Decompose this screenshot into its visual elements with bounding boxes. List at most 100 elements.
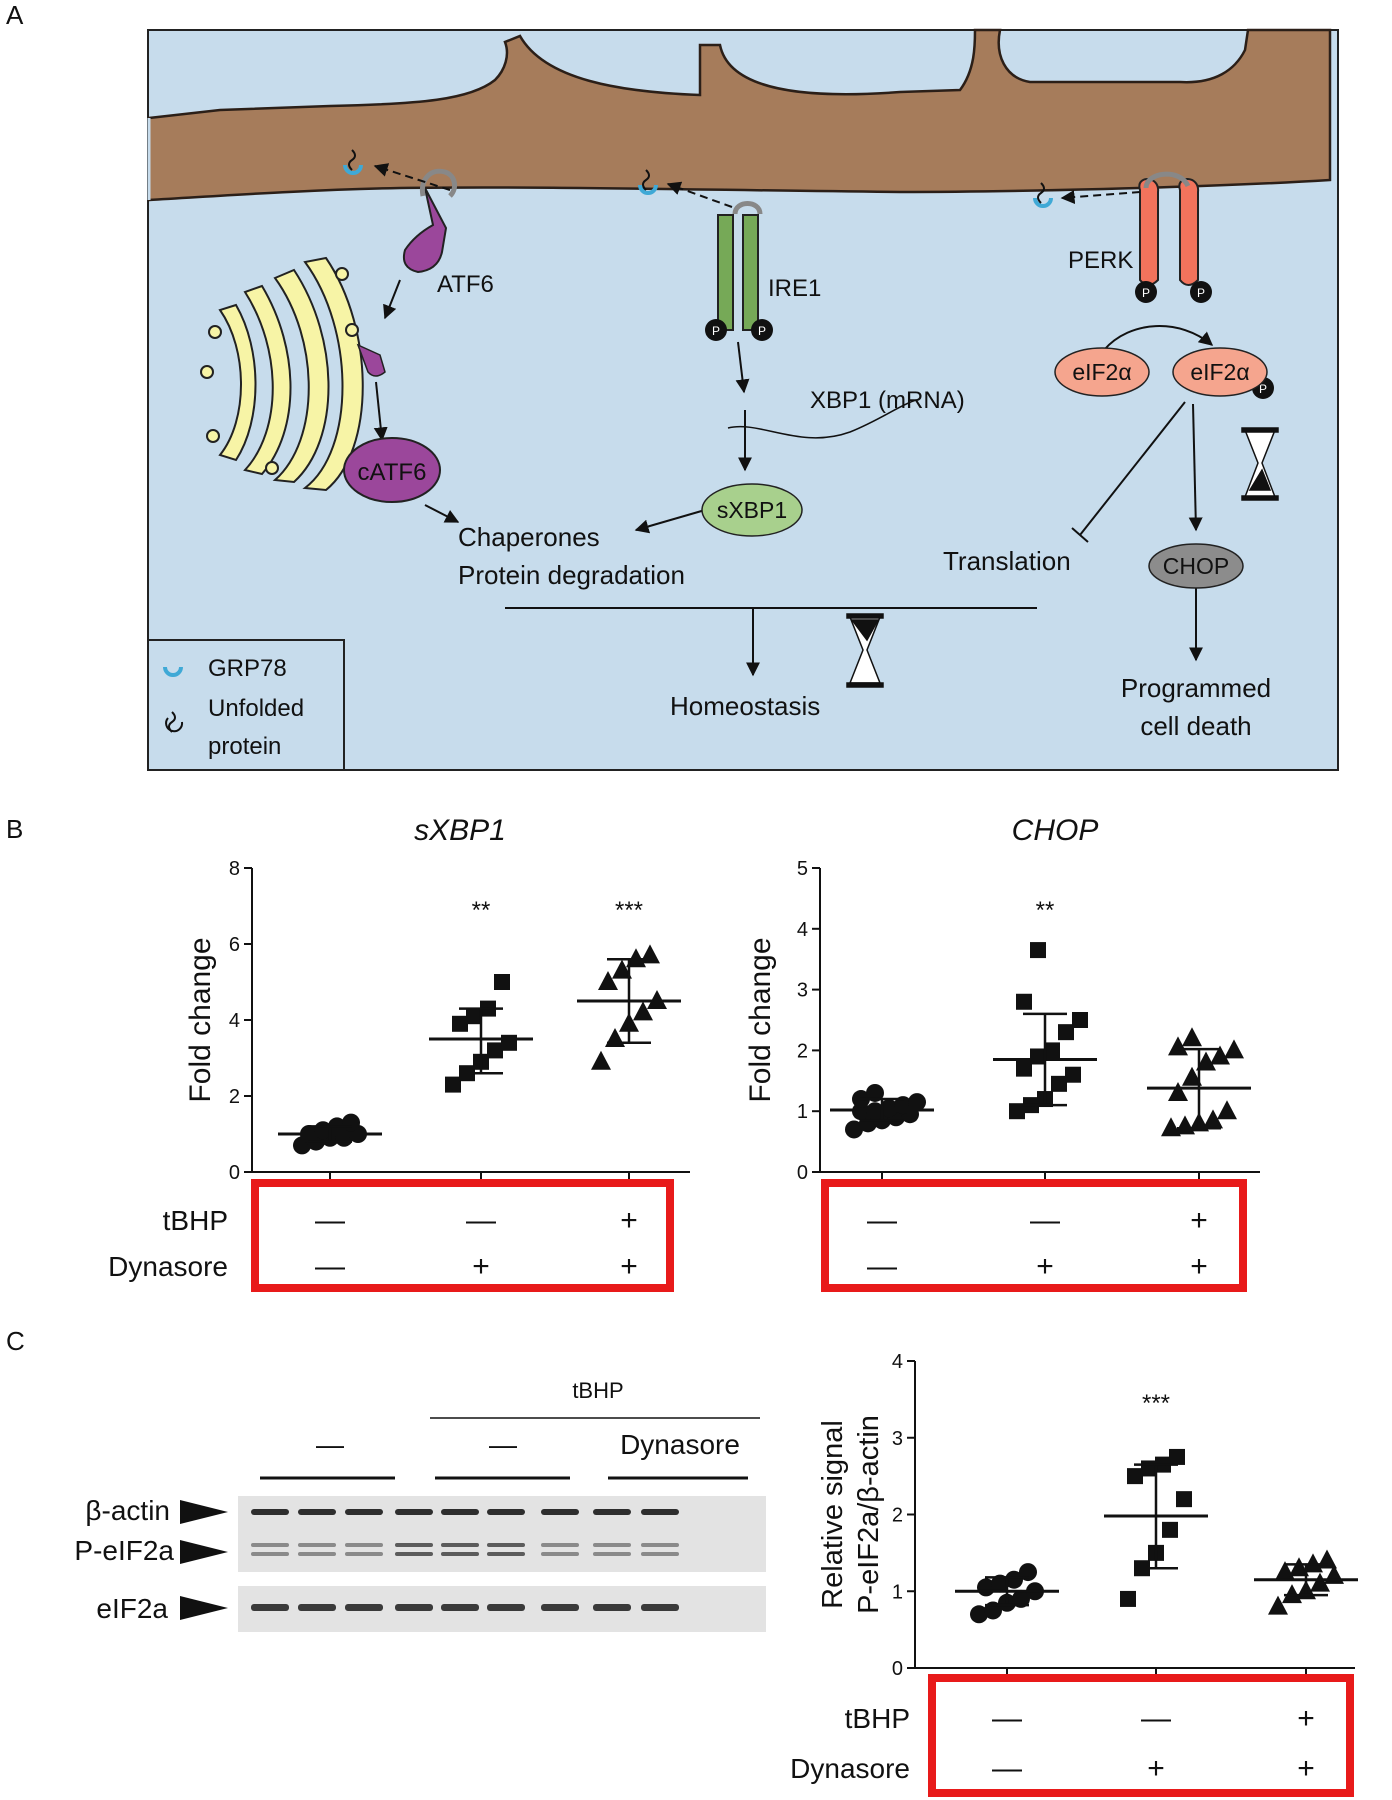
band-p-eif2a-lower <box>487 1552 525 1556</box>
tbhp-sign: — <box>466 1204 496 1237</box>
perk-label: PERK <box>1068 247 1133 274</box>
data-point-circle <box>908 1093 926 1112</box>
band-p-eif2a-lower <box>641 1552 679 1556</box>
treatment-box <box>821 1179 1247 1292</box>
translation-label: Translation <box>943 546 1071 576</box>
band-beta-actin <box>251 1509 289 1515</box>
tbhp-sign: — <box>867 1204 897 1237</box>
data-point-square <box>501 1034 517 1051</box>
svg-text:P: P <box>1197 286 1205 300</box>
band-beta-actin <box>441 1509 479 1515</box>
hourglass-icon <box>1241 427 1279 501</box>
y-tick-label: 1 <box>797 1101 808 1123</box>
dynasore-sign: + <box>1036 1250 1054 1283</box>
dynasore-sign: — <box>315 1250 345 1283</box>
row-label-tbhp: tBHP <box>163 1205 228 1236</box>
data-point-square <box>1176 1491 1192 1508</box>
eif2a-phospho-node <box>1172 347 1268 397</box>
data-point-square <box>1016 993 1032 1010</box>
data-point-square <box>494 974 510 990</box>
data-point-square <box>1058 1024 1074 1041</box>
data-point-square <box>466 1008 482 1025</box>
pathway-arrows <box>373 163 1214 677</box>
ire1-label: IRE1 <box>768 275 821 302</box>
row-label-tbhp: tBHP <box>845 1703 910 1734</box>
band-p-eif2a-lower <box>441 1552 479 1556</box>
catf6-node <box>343 437 441 503</box>
dynasore-sign: — <box>867 1250 897 1283</box>
data-point-square <box>1016 1060 1032 1077</box>
band-p-eif2a-lower <box>345 1552 383 1556</box>
sxbp1-node <box>701 483 803 537</box>
tbhp-sign: + <box>1297 1702 1315 1735</box>
data-point-square <box>1169 1448 1185 1465</box>
sxbp1-label: sXBP1 <box>717 497 787 523</box>
data-point-triangle <box>1182 1066 1202 1086</box>
significance-label: *** <box>615 897 643 924</box>
data-point-triangle <box>1224 1039 1244 1059</box>
data-point-square <box>1162 1521 1178 1538</box>
y-tick-label: 0 <box>797 1162 808 1184</box>
dynasore-sign: + <box>1190 1250 1208 1283</box>
y-axis-label-line2: P-eIF2a/β-actin <box>853 1415 885 1614</box>
band-p-eif2a-lower <box>395 1552 433 1556</box>
tbhp-sign: + <box>620 1204 638 1237</box>
panel-label-c: C <box>6 1326 25 1356</box>
western-blot: tBHP — — Dynasore β-actin P-eIF2a eIF2a <box>74 1378 766 1632</box>
data-point-triangle <box>1161 1117 1181 1137</box>
band-p-eif2a-lower <box>593 1552 631 1556</box>
dynasore-sign: + <box>620 1250 638 1283</box>
eif2a-phospho-label: eIF2α <box>1190 359 1249 385</box>
blot-header-tbhp: tBHP <box>572 1378 623 1403</box>
cell-death-label: cell death <box>1140 711 1251 741</box>
eif2a-label: eIF2α <box>1072 359 1131 385</box>
programmed-label: Programmed <box>1121 673 1271 703</box>
band-p-eif2a-upper <box>395 1543 433 1547</box>
significance-label: *** <box>1142 1390 1170 1417</box>
data-point-square <box>1141 1460 1157 1477</box>
data-point-circle <box>1005 1570 1023 1589</box>
row-label-dynasore: Dynasore <box>108 1251 228 1282</box>
data-point-circle <box>1012 1589 1030 1608</box>
tbhp-sign: — <box>1141 1702 1171 1735</box>
chart-title: sXBP1 <box>414 814 506 847</box>
y-tick-label: 5 <box>797 858 808 880</box>
data-point-triangle <box>591 1050 611 1070</box>
band-beta-actin <box>395 1509 433 1515</box>
tbhp-sign: — <box>315 1204 345 1237</box>
band-p-eif2a-upper <box>593 1543 631 1547</box>
tbhp-sign: + <box>1190 1204 1208 1237</box>
y-tick-label: 4 <box>797 919 808 941</box>
eif2a-node <box>1054 347 1150 397</box>
band-beta-actin <box>298 1509 336 1515</box>
band-p-eif2a-upper <box>641 1543 679 1547</box>
legend-unfolded: Unfolded <box>208 695 304 722</box>
band-p-eif2a-upper <box>251 1543 289 1547</box>
data-point-square <box>452 1015 468 1032</box>
blot-row-beta-actin: β-actin <box>85 1495 170 1526</box>
legend-protein: protein <box>208 733 281 760</box>
y-tick-label: 6 <box>229 934 240 956</box>
atf6-label: ATF6 <box>437 271 494 298</box>
y-tick-label: 2 <box>229 1086 240 1108</box>
y-tick-label: 0 <box>229 1162 240 1184</box>
band-p-eif2a-lower <box>298 1552 336 1556</box>
row-label-dynasore: Dynasore <box>790 1753 910 1784</box>
upr-diagram: ATF6 IRE1 PERK P P <box>147 28 1339 771</box>
data-point-triangle <box>1310 1572 1330 1592</box>
data-point-triangle <box>1210 1045 1230 1065</box>
ire1-receptor <box>717 201 763 331</box>
golgi <box>200 256 375 492</box>
treatment-box <box>928 1674 1354 1797</box>
xbp1-mrna-label: XBP1 (mRNA) <box>810 387 965 414</box>
panel-label-a: A <box>6 0 24 30</box>
band-p-eif2a-upper <box>298 1543 336 1547</box>
band-p-eif2a-upper <box>441 1543 479 1547</box>
phospho-markers: P P P P P <box>705 281 1274 399</box>
data-point-triangle <box>1168 1036 1188 1056</box>
data-point-circle <box>866 1083 884 1102</box>
data-point-square <box>1009 1103 1025 1120</box>
